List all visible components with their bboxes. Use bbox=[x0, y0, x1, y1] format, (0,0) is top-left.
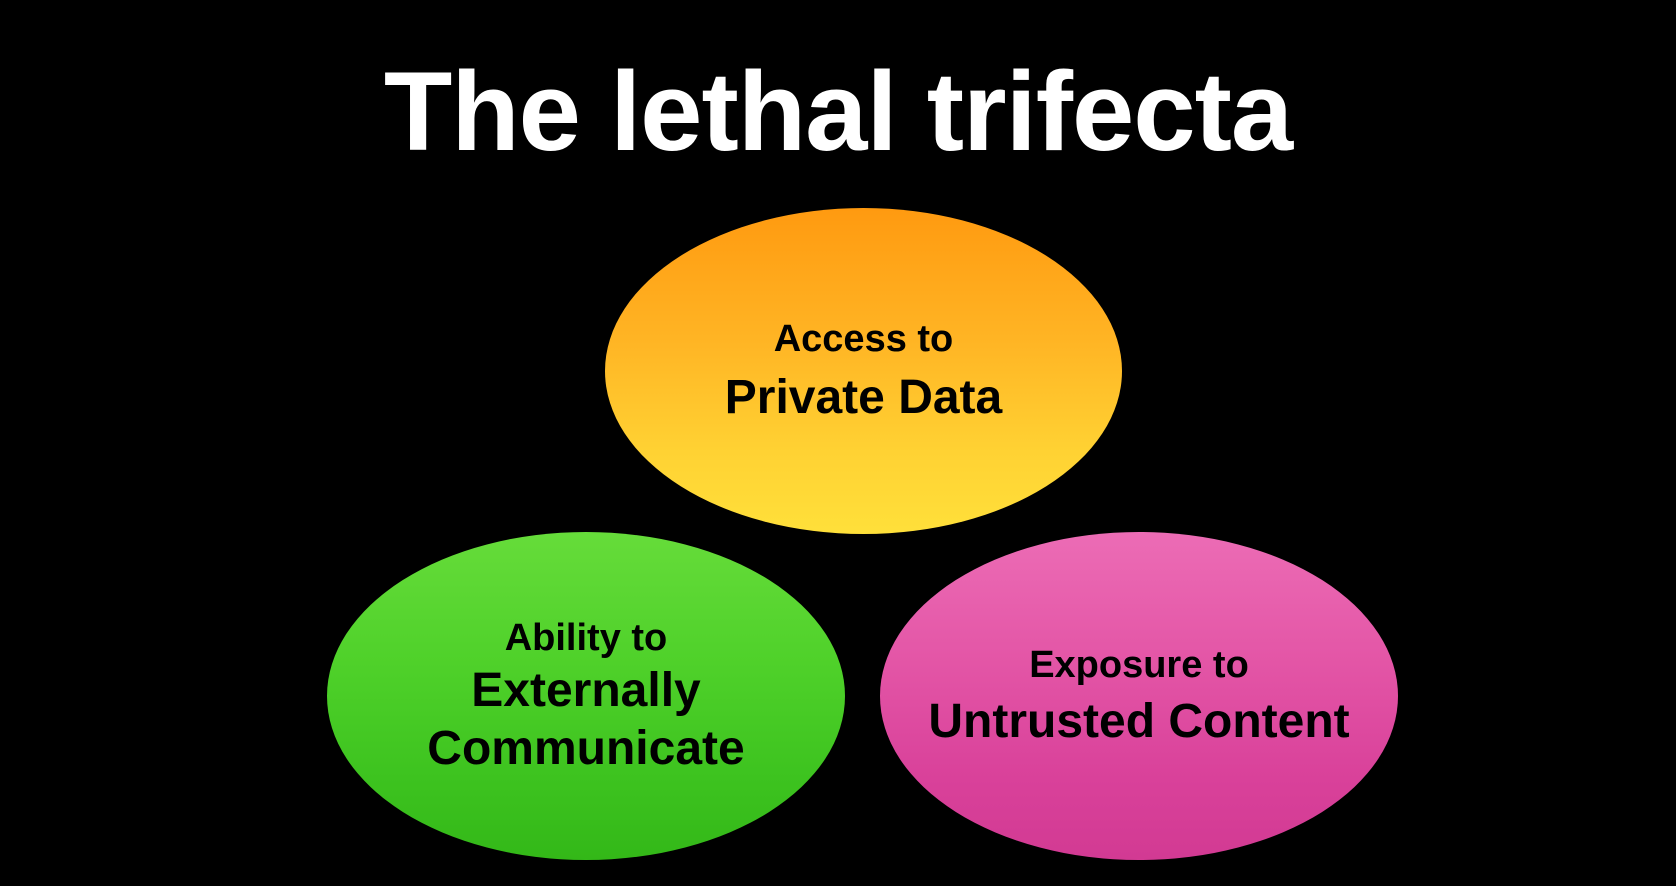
node-untrusted-content-label: Untrusted Content bbox=[928, 695, 1350, 748]
slide-title: The lethal trifecta bbox=[383, 49, 1293, 174]
node-untrusted-content-prefix: Exposure to bbox=[1029, 644, 1249, 686]
node-private-data-prefix: Access to bbox=[773, 318, 954, 360]
node-private-data: Access to Private Data bbox=[605, 208, 1122, 534]
node-private-data-label: Private Data bbox=[724, 371, 1003, 424]
node-untrusted-content: Exposure to Untrusted Content bbox=[880, 532, 1398, 860]
node-external-communication-label-2: Communicate bbox=[427, 722, 745, 775]
node-external-communication: Ability to Externally Communicate bbox=[327, 532, 845, 860]
node-external-communication-label-1: Externally bbox=[471, 664, 701, 717]
node-external-communication-prefix: Ability to bbox=[504, 617, 668, 659]
